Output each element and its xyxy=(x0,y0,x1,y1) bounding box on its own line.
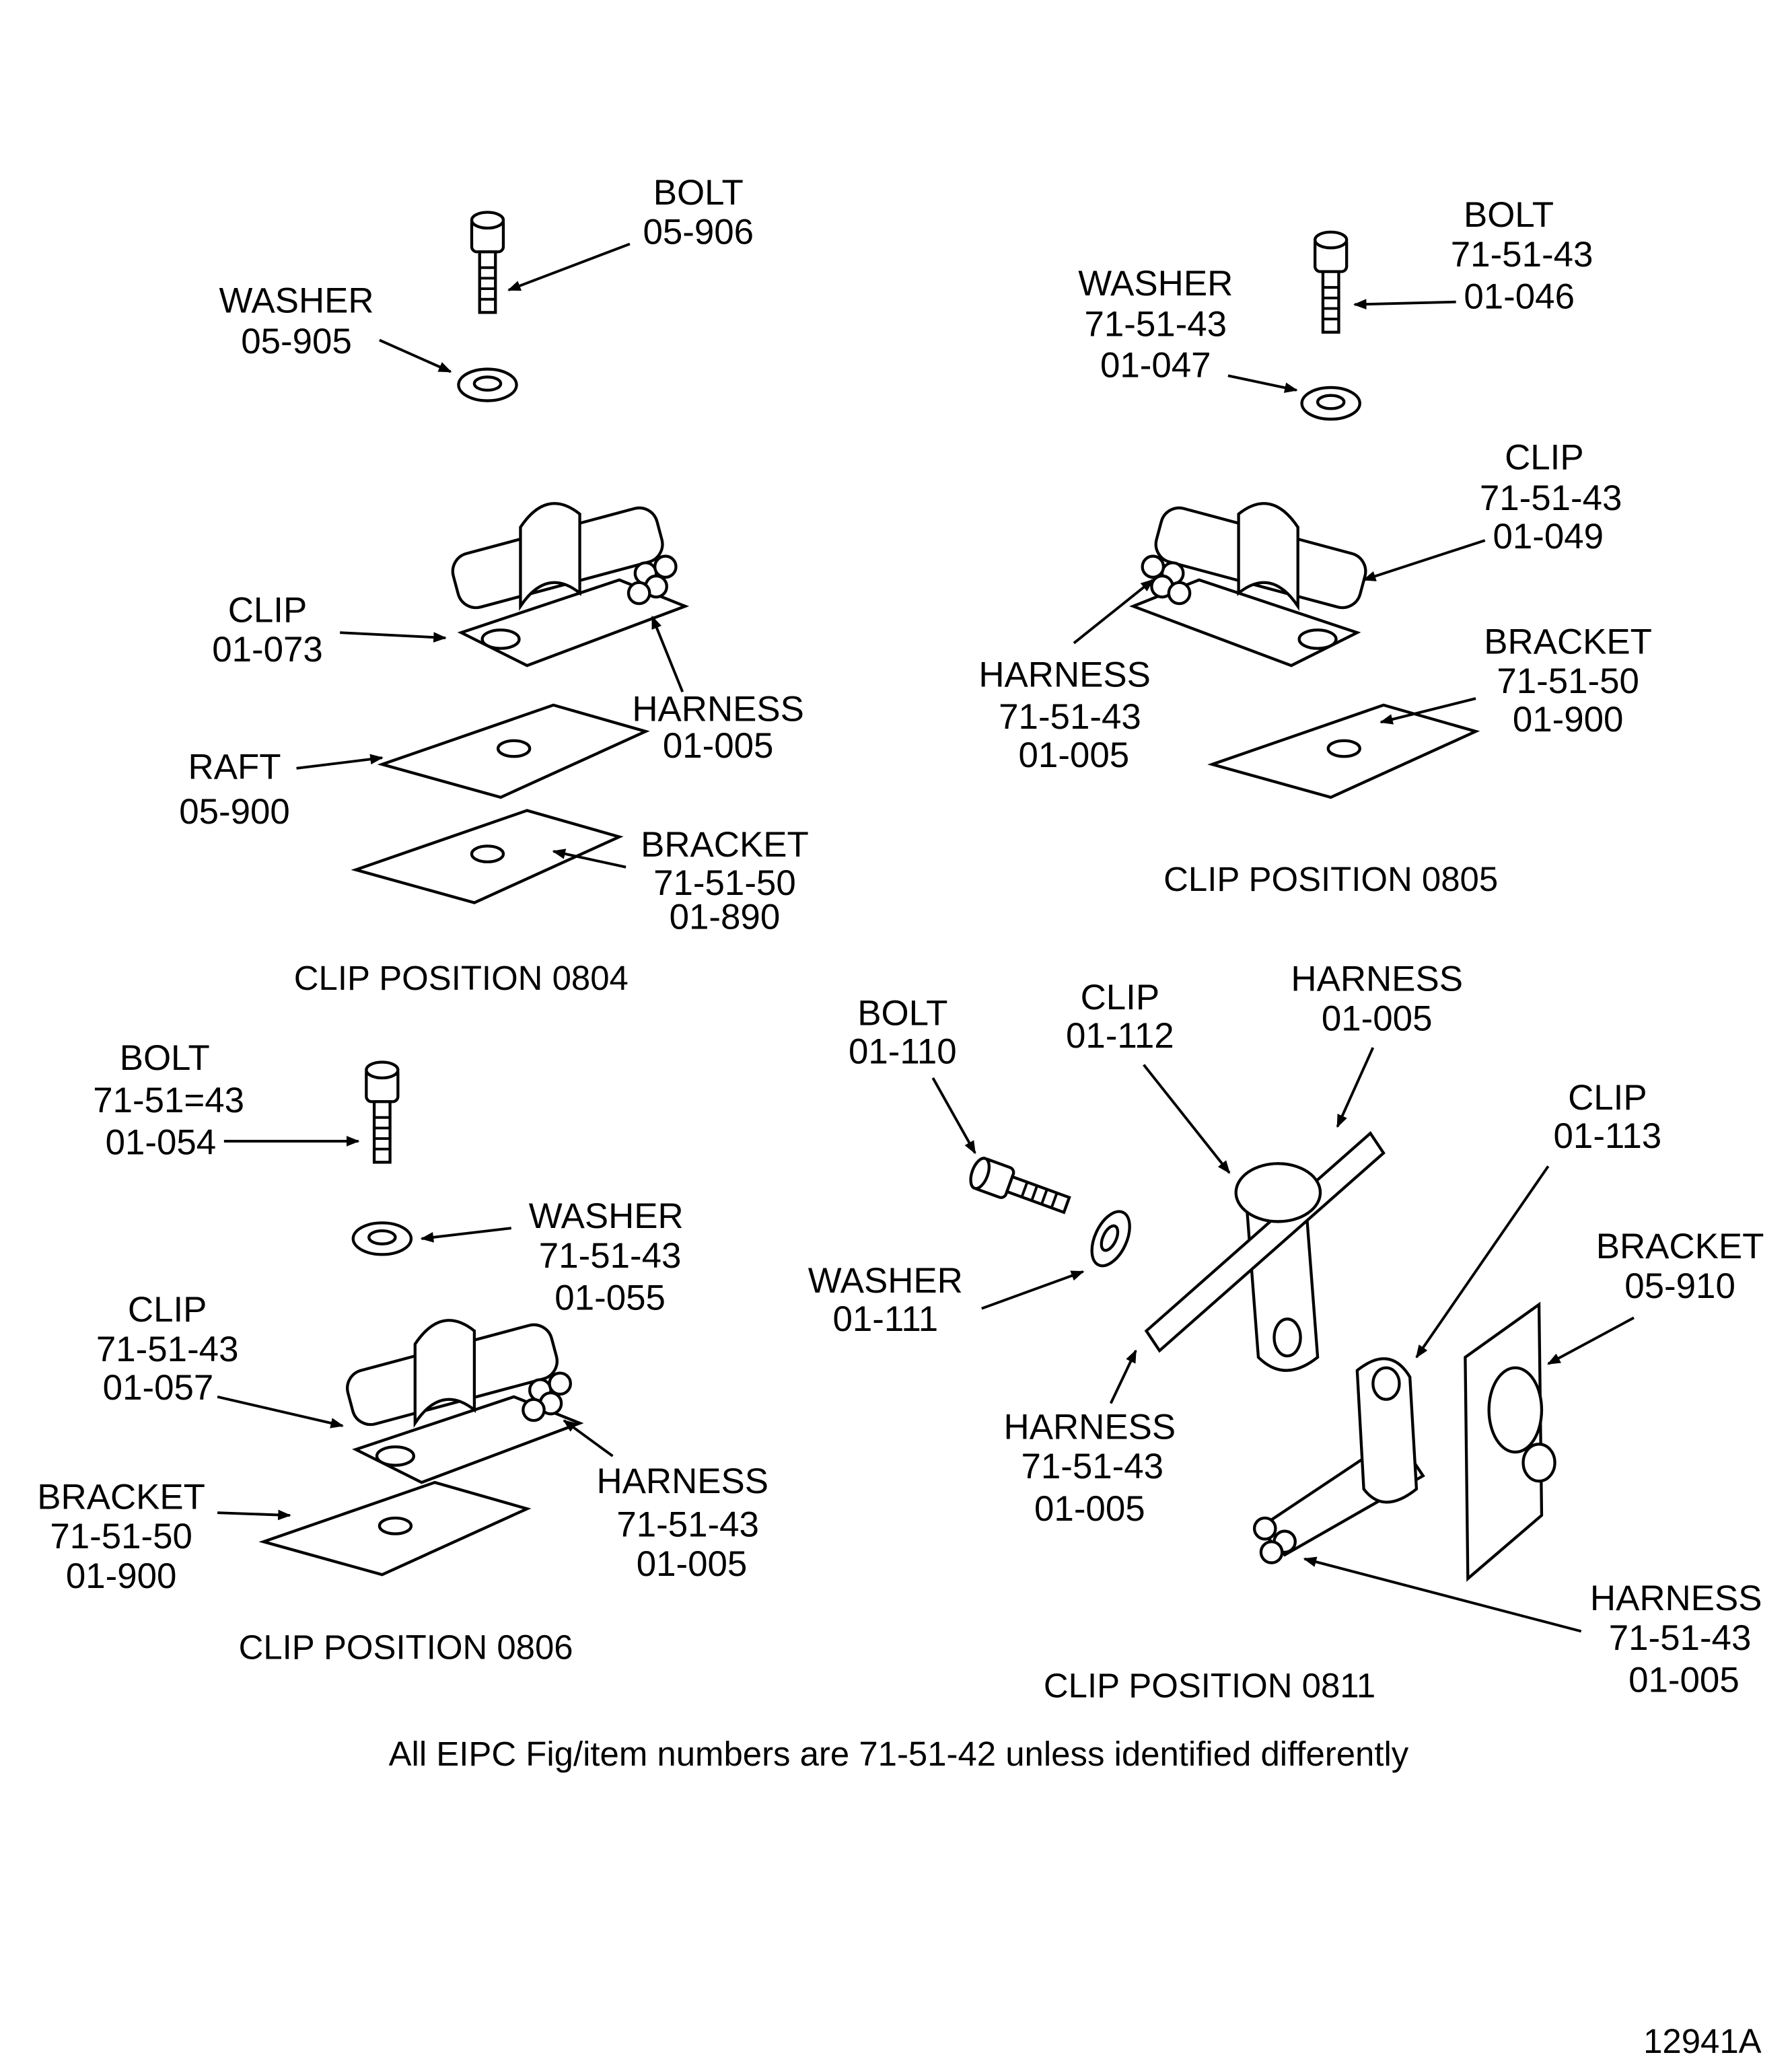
label-clip-ata: 71-51-43 xyxy=(96,1330,239,1369)
label-bracket-number: 05-910 xyxy=(1624,1266,1735,1306)
clip-part xyxy=(449,503,686,665)
bracket-05-910-part xyxy=(1464,1301,1556,1582)
label-clip: CLIP xyxy=(128,1290,207,1330)
bolt-part xyxy=(366,1062,398,1162)
label-washer-number: 01-047 xyxy=(1100,345,1211,385)
label-bracket-number: 01-900 xyxy=(1513,700,1624,739)
label-bolt-number: 01-110 xyxy=(849,1032,957,1071)
label-bracket: BRACKET xyxy=(1596,1227,1764,1266)
label-clip: CLIP xyxy=(228,590,308,630)
label-harness-ata: 71-51-43 xyxy=(616,1505,759,1544)
bracket-part xyxy=(1212,705,1476,797)
label-bolt: BOLT xyxy=(653,173,744,213)
caption-0811: CLIP POSITION 0811 xyxy=(1044,1666,1375,1704)
clip-position-0806: BOLT 71-51=43 01-054 WASHER 71-51-43 01-… xyxy=(37,1038,768,1666)
figure-id: 12941A xyxy=(1643,2022,1762,2060)
label-clip-01-112: CLIP xyxy=(1081,978,1160,1017)
label-washer: WASHER xyxy=(808,1261,963,1301)
label-harness: HARNESS xyxy=(632,689,804,729)
clip-position-0805: BOLT 71-51-43 01-046 WASHER 71-51-43 01-… xyxy=(978,195,1652,898)
clip-01-112-part xyxy=(1144,1130,1386,1372)
label-bracket-ata: 71-51-50 xyxy=(1497,661,1639,701)
washer-part xyxy=(1302,388,1360,419)
label-washer-number: 05-905 xyxy=(241,322,352,361)
label-clip-01-112-number: 01-112 xyxy=(1066,1016,1174,1056)
footnote: All EIPC Fig/item numbers are 71-51-42 u… xyxy=(389,1735,1409,1773)
bolt-part xyxy=(472,213,503,313)
label-harness-right-number: 01-005 xyxy=(1628,1660,1740,1700)
caption-0805: CLIP POSITION 0805 xyxy=(1163,860,1498,898)
label-washer: WASHER xyxy=(1078,264,1233,303)
label-clip-number: 01-057 xyxy=(103,1368,214,1408)
label-harness-ata: 71-51-43 xyxy=(999,697,1141,737)
label-bracket: BRACKET xyxy=(641,825,809,865)
label-bracket: BRACKET xyxy=(37,1477,205,1517)
label-harness: HARNESS xyxy=(597,1461,769,1501)
label-raft: RAFT xyxy=(188,748,281,787)
label-bracket-ata: 71-51-50 xyxy=(653,863,796,903)
label-harness-left-number: 01-005 xyxy=(1034,1489,1145,1529)
bolt-part xyxy=(967,1156,1072,1220)
clip-position-0811: BOLT 01-110 CLIP 01-112 HARNESS 01-005 C… xyxy=(808,960,1764,1705)
label-clip: CLIP xyxy=(1505,437,1584,477)
raft-part xyxy=(382,705,646,797)
washer-part xyxy=(458,369,516,401)
label-bracket-number: 01-900 xyxy=(66,1556,177,1596)
label-bracket-ata: 71-51-50 xyxy=(50,1517,192,1556)
label-harness-right-ata: 71-51-43 xyxy=(1609,1618,1752,1658)
label-harness-left-ata: 71-51-43 xyxy=(1021,1447,1163,1486)
label-washer-ata: 71-51-43 xyxy=(1084,305,1227,345)
clip-part xyxy=(1133,503,1370,665)
washer-part xyxy=(1084,1206,1137,1272)
label-harness: HARNESS xyxy=(978,655,1151,694)
label-harness-top: HARNESS xyxy=(1291,960,1463,999)
label-bracket-number: 01-890 xyxy=(670,898,781,937)
label-raft-number: 05-900 xyxy=(179,792,290,832)
label-bolt-number: 05-906 xyxy=(643,213,754,252)
label-bolt-ata: 71-51=43 xyxy=(93,1081,244,1120)
clip-01-113-part xyxy=(1252,1357,1425,1564)
washer-part xyxy=(353,1223,411,1254)
label-bracket: BRACKET xyxy=(1484,622,1652,661)
label-clip-number: 01-049 xyxy=(1493,517,1604,556)
label-washer-number: 01-111 xyxy=(832,1299,938,1339)
clip-part xyxy=(343,1320,580,1482)
label-washer: WASHER xyxy=(529,1196,684,1236)
label-clip-01-113: CLIP xyxy=(1568,1078,1647,1118)
label-washer-ata: 71-51-43 xyxy=(539,1236,682,1276)
label-bolt-ata: 71-51-43 xyxy=(1451,235,1593,275)
label-washer-number: 01-055 xyxy=(554,1278,666,1318)
bolt-part xyxy=(1315,232,1347,332)
label-harness-top-number: 01-005 xyxy=(1322,999,1433,1038)
label-harness-number: 01-005 xyxy=(637,1544,748,1584)
label-clip-number: 01-073 xyxy=(212,630,323,670)
label-clip-ata: 71-51-43 xyxy=(1480,478,1622,518)
label-bolt-number: 01-054 xyxy=(106,1123,217,1163)
label-bolt-number: 01-046 xyxy=(1464,277,1575,316)
label-harness-number: 01-005 xyxy=(663,726,774,766)
label-washer: WASHER xyxy=(219,281,374,320)
caption-0806: CLIP POSITION 0806 xyxy=(239,1628,573,1667)
caption-0804: CLIP POSITION 0804 xyxy=(294,959,629,997)
label-clip-01-113-number: 01-113 xyxy=(1554,1116,1662,1156)
label-harness-number: 01-005 xyxy=(1019,735,1130,775)
label-bolt: BOLT xyxy=(857,994,947,1034)
label-bolt: BOLT xyxy=(1464,195,1554,235)
bracket-part xyxy=(264,1482,528,1575)
label-harness-left: HARNESS xyxy=(1004,1408,1176,1447)
label-bolt: BOLT xyxy=(120,1038,210,1078)
clip-position-0804: BOLT 05-906 WASHER 05-905 CLIP 01-073 HA… xyxy=(179,173,809,997)
label-harness-right: HARNESS xyxy=(1590,1579,1762,1618)
